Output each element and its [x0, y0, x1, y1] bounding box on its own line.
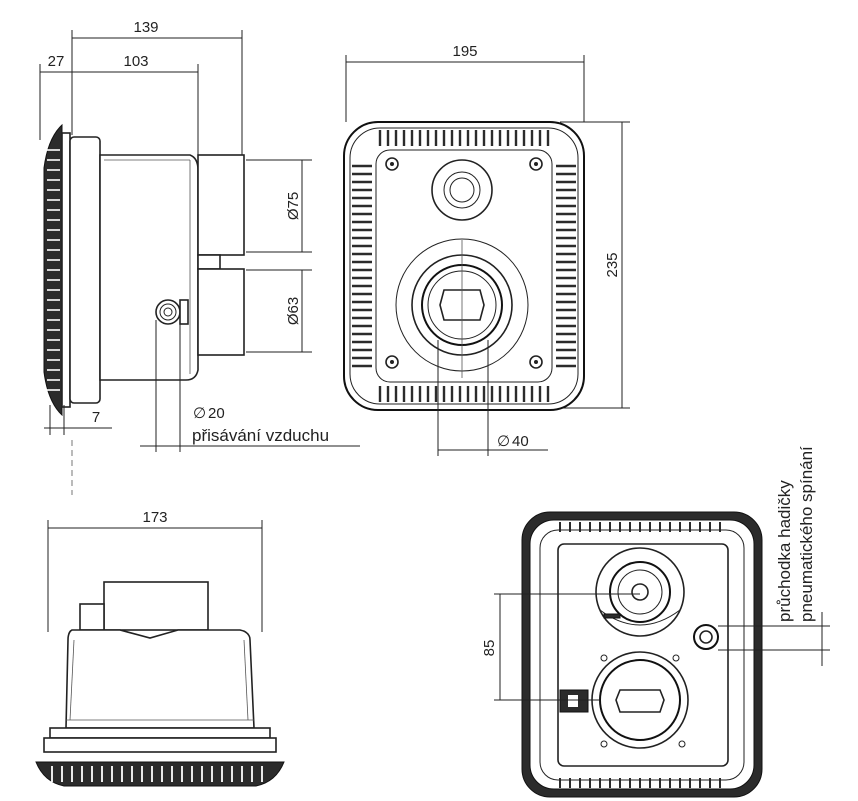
dim-front-height: 235 — [604, 252, 621, 277]
label-air-intake: přisávání vzduchu — [192, 426, 329, 445]
front-grill-right — [556, 164, 576, 368]
dim-side-total: 139 — [133, 19, 158, 36]
label-hose-line2: pneumatického spínání — [797, 446, 816, 622]
rear-view: 85 průchodka hadičky pneumatického spíná… — [481, 446, 830, 798]
dim-rear-spacing: 85 — [481, 640, 498, 657]
rear-hose-grommet — [693, 624, 719, 650]
air-intake-diameter-symbol: ∅ — [193, 405, 206, 422]
dim-center-hole: 40 — [512, 433, 529, 450]
front-grill-left — [352, 164, 372, 368]
side-view: 139 27 103 — [39, 19, 360, 495]
front-air-port — [431, 159, 493, 221]
side-outlet-lower — [197, 268, 245, 356]
side-grill-slots — [47, 149, 60, 391]
dim-front-width: 195 — [452, 43, 477, 60]
side-outlet-upper — [197, 154, 245, 256]
dim-bottom-width: 173 — [142, 509, 167, 526]
front-grill-bottom — [378, 386, 550, 402]
front-view: 195 235 — [343, 43, 630, 456]
dim-outlet-bottom: Ø63 — [285, 297, 302, 325]
dim-side-flange: 27 — [48, 53, 65, 70]
dim-outlet-top: Ø75 — [285, 192, 302, 220]
label-hose-line1: průchodka hadičky — [775, 480, 794, 622]
dim-side-rim: 7 — [92, 409, 100, 426]
dim-air-intake: 20 — [208, 405, 225, 422]
bottom-outlet-block — [103, 581, 209, 631]
dim-side-body: 103 — [123, 53, 148, 70]
side-body — [99, 154, 199, 381]
center-hole-diameter-symbol: ∅ — [497, 433, 510, 450]
bottom-view: 173 — [35, 509, 285, 787]
bottom-body — [65, 629, 255, 729]
front-panel — [375, 149, 553, 383]
front-grill-top — [378, 130, 550, 146]
bottom-grill — [35, 761, 285, 787]
front-frame-outer — [343, 121, 585, 411]
